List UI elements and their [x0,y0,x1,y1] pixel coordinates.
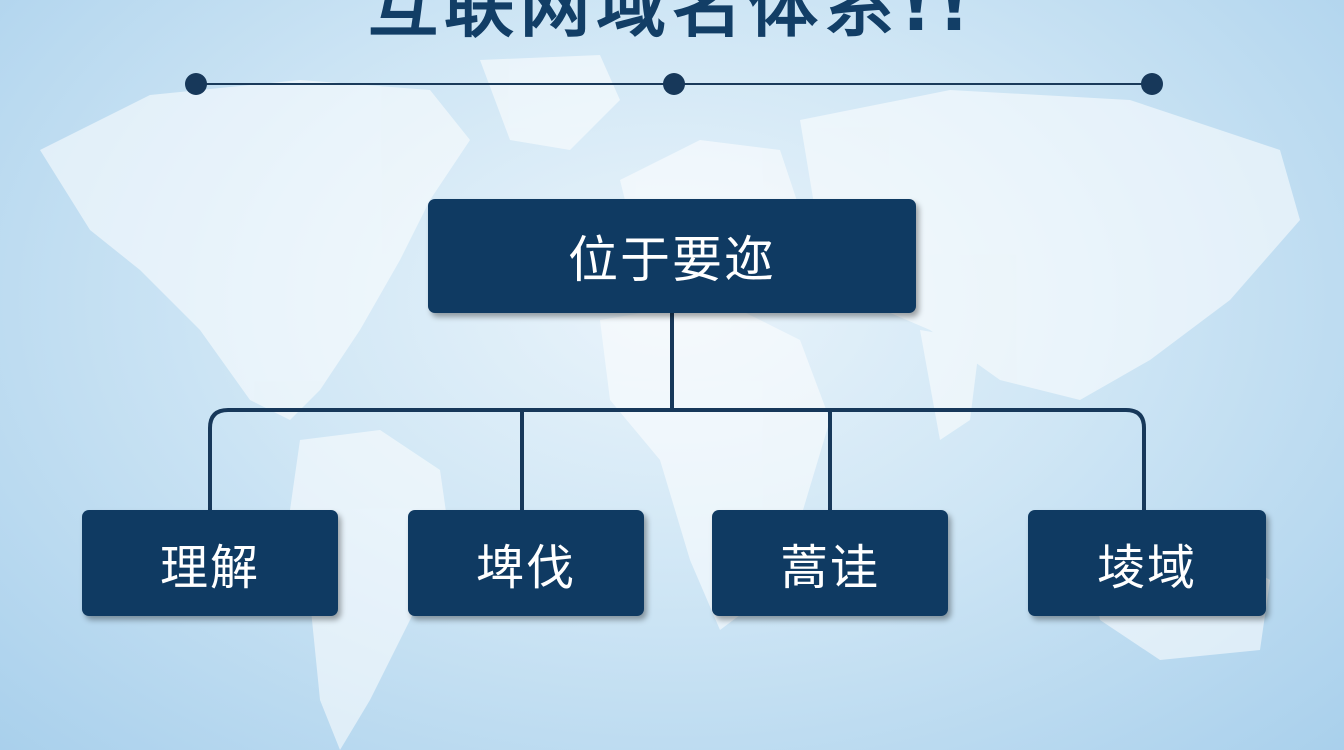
root-node-label: 位于要迩 [568,231,776,289]
divider-dot-center [663,73,685,95]
divider-dot-left [185,73,207,95]
child-node-label: 堎域 [1096,540,1197,596]
child-node-1: 理解 [82,510,338,616]
child-node-2: 埤伐 [408,510,644,616]
page-title: 互联网域名体系!! [368,0,976,47]
child-node-label: 埤伐 [475,540,576,596]
child-node-4: 堎域 [1028,510,1266,616]
connector-horizontal [208,408,1146,510]
divider-dot-right [1141,73,1163,95]
child-node-label: 理解 [159,540,260,596]
child-node-3: 蒿诖 [712,510,948,616]
child-node-label: 蒿诖 [779,540,880,596]
root-node: 位于要迩 [428,199,916,313]
